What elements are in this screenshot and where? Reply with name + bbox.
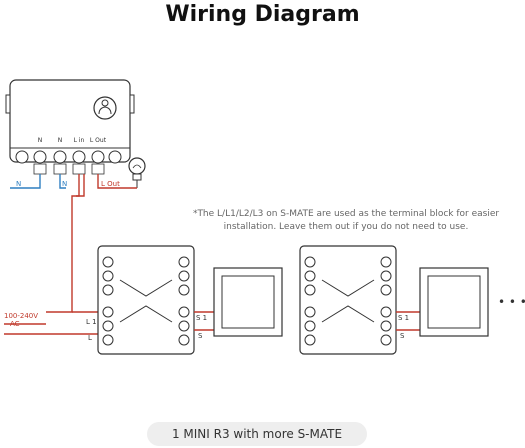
wire-label-n-right: N [62, 180, 67, 188]
terminal-label-lin: L in [74, 137, 85, 144]
s-mate-module-1 [97, 245, 195, 355]
terminal-label-n1: N [38, 137, 43, 144]
mains-type-label: AC [10, 320, 20, 328]
wall-switch-2 [419, 267, 489, 337]
terminal-label-n2: N [58, 137, 63, 144]
s-mate-1-s1-label: S 1 [196, 314, 207, 322]
mini-terminal-screws [15, 150, 122, 164]
terminal-label-lout: L Out [90, 137, 107, 144]
mains-voltage-label: 100-240V [4, 312, 38, 320]
pairing-button-icon [93, 96, 117, 120]
s-mate-1-l1-label: L 1 [86, 318, 97, 326]
s-mate-2-s1-label: S 1 [398, 314, 409, 322]
page-title: Wiring Diagram [165, 2, 360, 27]
s-mate-2-s-label: S [400, 332, 405, 340]
mini-wires [4, 174, 137, 335]
s-mate-1-l-label: L [88, 334, 92, 342]
wall-switch-1 [213, 267, 283, 337]
light-bulb-icon [128, 157, 146, 188]
wire-label-n-left: N [16, 180, 21, 188]
installation-note: *The L/L1/L2/L3 on S-MATE are used as th… [192, 209, 500, 232]
s-mate-module-2 [299, 245, 397, 355]
mini-r3-device: N N L in L Out [5, 79, 135, 175]
continuation-dots: • • • [498, 295, 525, 309]
caption-badge: 1 MINI R3 with more S-MATE [147, 422, 367, 446]
wire-label-l-out: L Out [101, 180, 120, 188]
s-mate-1-s-label: S [198, 332, 203, 340]
